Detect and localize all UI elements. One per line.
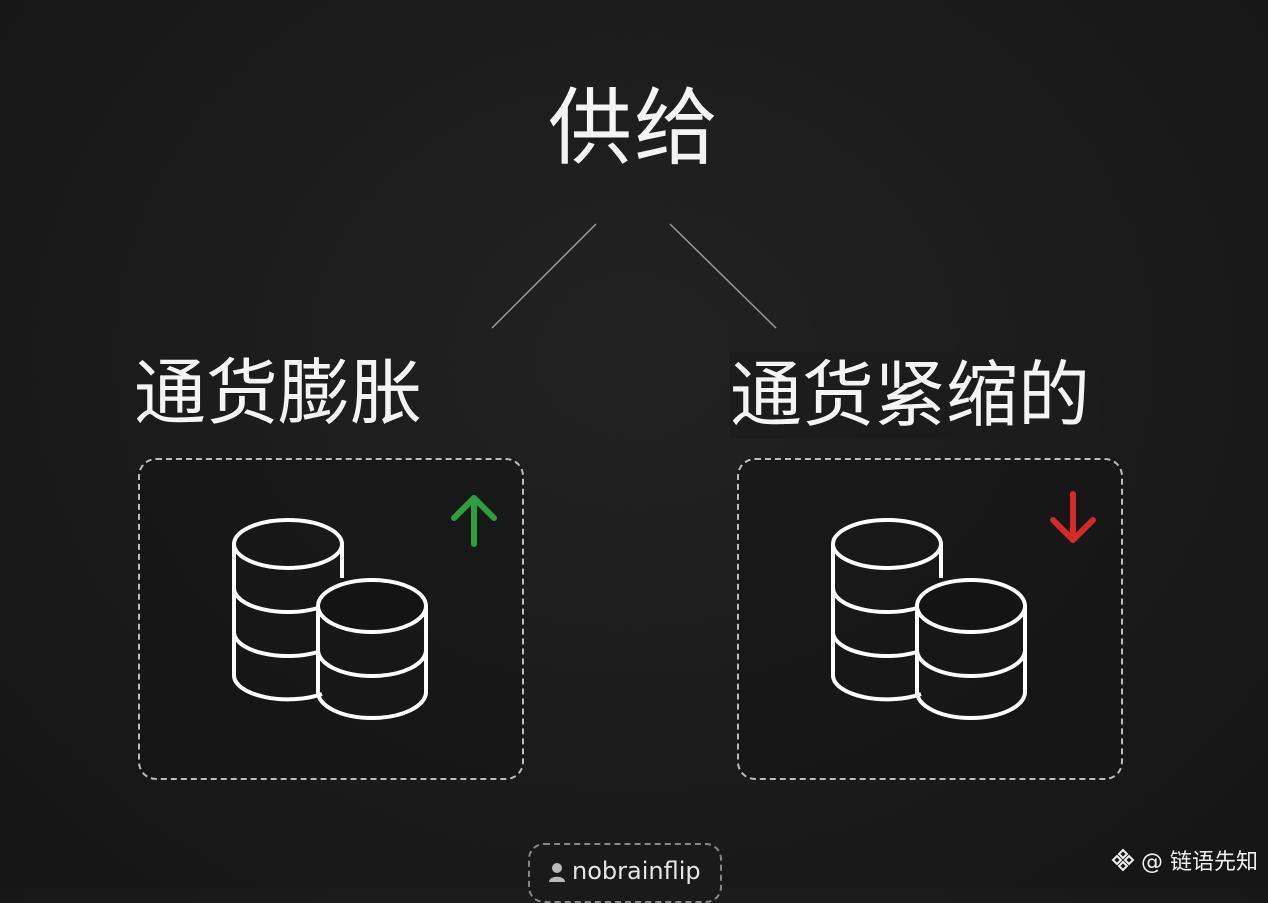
inflation-panel: [138, 458, 524, 780]
brand-credit: @ 链语先知: [1111, 844, 1258, 876]
arrow-up-icon: [451, 495, 497, 547]
coin-stack-icon: [830, 518, 1027, 720]
connector-right: [669, 223, 777, 329]
diagram-title: 供给: [547, 79, 720, 177]
coin-stack-icon: [231, 518, 428, 720]
deflation-label: 通货紧缩的: [730, 352, 1099, 439]
inflation-label: 通货膨胀: [134, 351, 423, 435]
arrow-down-icon: [1050, 491, 1096, 543]
brand-text: @ 链语先知: [1141, 850, 1258, 875]
creator-watermark: nobrainflip: [528, 843, 722, 903]
deflation-panel: [737, 458, 1123, 780]
connector-left: [491, 223, 597, 329]
user-avatar-icon: [549, 863, 565, 882]
binance-logo-icon: [1111, 848, 1135, 872]
creator-handle: nobrainflip: [572, 857, 701, 885]
